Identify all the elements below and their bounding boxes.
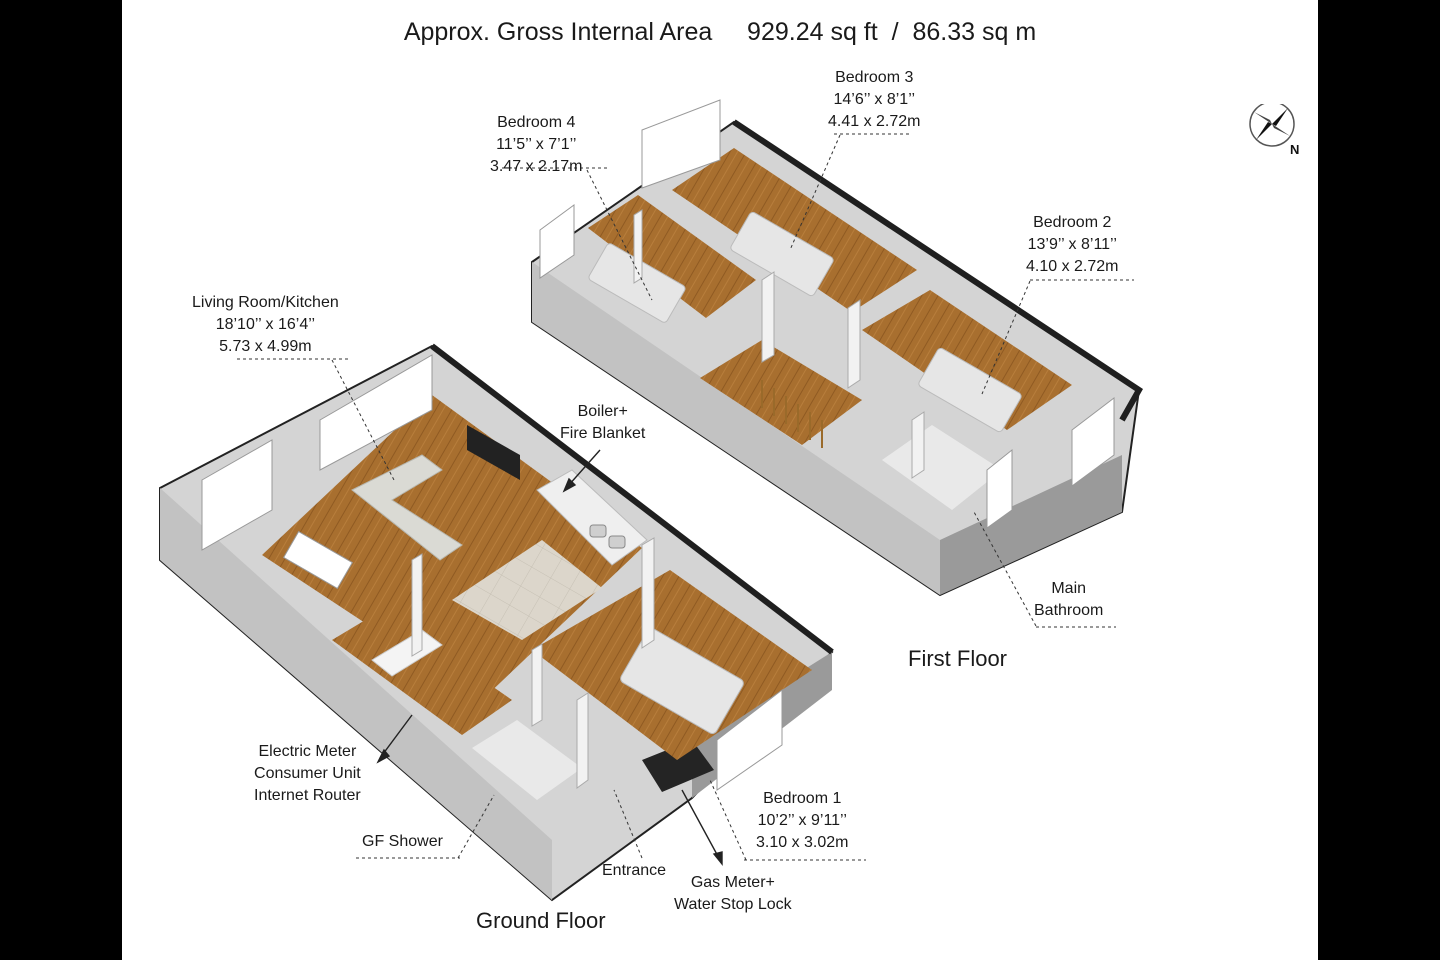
first-floor-right-wall <box>940 455 1122 595</box>
bedroom-3-bed <box>730 211 834 297</box>
annotation-line: Bathroom <box>1034 602 1104 619</box>
sofa <box>351 454 463 561</box>
ground-floor-wall-top <box>430 343 834 655</box>
room-name: Living Room/Kitchen <box>192 294 339 311</box>
room-label-bedroom-4: Bedroom 4 11’5’’ x 7’1’’ 3.47 x 2.17m <box>490 112 583 178</box>
kitchen-floor <box>452 540 602 640</box>
room-size-imperial: 10’2’’ x 9’11’’ <box>757 812 847 829</box>
area-sqft: 929.24 sq ft <box>747 18 878 46</box>
floorplan-canvas: Approx. Gross Internal Area 929.24 sq ft… <box>122 0 1318 960</box>
first-floor-wall-top <box>732 119 1143 422</box>
ground-floor-plan <box>159 343 834 902</box>
room-size-metric: 5.73 x 4.99m <box>219 338 312 355</box>
room-size-metric: 3.10 x 3.02m <box>756 834 849 851</box>
room-size-metric: 3.47 x 2.17m <box>490 158 583 175</box>
annotation-main-bathroom: Main Bathroom <box>1034 578 1103 622</box>
annotation-electric-meter: Electric Meter Consumer Unit Internet Ro… <box>254 741 361 807</box>
annotation-line: Fire Blanket <box>560 425 646 442</box>
ground-floor-front-wall <box>160 488 552 900</box>
room-name: Bedroom 3 <box>835 69 914 86</box>
bedroom-3-floor <box>672 148 917 312</box>
annotation-line: Gas Meter+ <box>690 874 775 891</box>
annotation-arrows <box>376 449 723 866</box>
annotation-gas-meter: Gas Meter+ Water Stop Lock <box>674 872 792 916</box>
annotation-line: GF Shower <box>362 833 443 850</box>
annotation-line: Consumer Unit <box>254 765 361 782</box>
ground-floor-stair <box>371 629 443 677</box>
annotation-line: Internet Router <box>254 787 361 804</box>
annotation-boiler: Boiler+ Fire Blanket <box>560 401 645 445</box>
annotation-line: Water Stop Lock <box>674 896 792 913</box>
area-separator: / <box>891 18 899 46</box>
room-size-metric: 4.10 x 2.72m <box>1026 258 1119 275</box>
annotation-line: Main <box>1051 580 1087 597</box>
room-name: Bedroom 1 <box>763 790 842 807</box>
floor-title-ground: Ground Floor <box>476 908 606 933</box>
annotation-entrance: Entrance <box>602 860 666 882</box>
bedroom-4-bed <box>588 243 686 323</box>
kitchen-sink-icon <box>589 524 626 549</box>
first-floor-stair-balusters <box>761 380 823 448</box>
compass-rose-icon <box>1249 104 1295 147</box>
room-label-bedroom-3: Bedroom 3 14’6’’ x 8’1’’ 4.41 x 2.72m <box>828 67 921 133</box>
room-size-imperial: 11’5’’ x 7’1’’ <box>496 136 577 153</box>
annotation-line: Boiler+ <box>577 403 628 420</box>
hallway-floor <box>332 610 512 735</box>
room-name: Bedroom 4 <box>497 114 576 131</box>
room-size-imperial: 18’10’’ x 16’4’’ <box>215 316 316 333</box>
first-floor-internal-walls <box>633 209 925 479</box>
isometric-floorplan <box>159 99 1143 902</box>
area-sqm: 86.33 sq m <box>912 18 1037 46</box>
ground-floor-windows <box>201 354 783 791</box>
bedroom-1-bed <box>620 627 744 735</box>
first-floor-plan <box>531 99 1143 597</box>
first-floor-front-wall <box>532 262 940 595</box>
annotation-gf-shower: GF Shower <box>362 831 443 853</box>
room-label-bedroom-2: Bedroom 2 13’9’’ x 8’11’’ 4.10 x 2.72m <box>1026 212 1119 278</box>
annotation-line: Entrance <box>602 862 667 879</box>
dining-table <box>282 530 354 590</box>
room-size-imperial: 13’9’’ x 8’11’’ <box>1027 236 1117 253</box>
landing-floor <box>700 340 862 445</box>
annotation-line: Electric Meter <box>258 743 357 760</box>
compass-north-label: N <box>1290 142 1300 157</box>
floor-title-first: First Floor <box>908 646 1007 671</box>
bedroom-2-bed <box>918 347 1022 433</box>
ground-floor-internal-walls <box>411 537 655 789</box>
gross-internal-area-title: Approx. Gross Internal Area 929.24 sq ft… <box>122 18 1318 47</box>
room-size-metric: 4.41 x 2.72m <box>828 113 921 130</box>
bedroom-4-floor <box>588 195 756 318</box>
gf-shower-room-floor <box>472 720 582 800</box>
room-size-imperial: 14’6’’ x 8’1’’ <box>833 91 916 108</box>
television <box>467 425 520 480</box>
area-label: Approx. Gross Internal Area <box>403 18 713 46</box>
room-label-living-room: Living Room/Kitchen 18’10’’ x 16’4’’ 5.7… <box>192 292 339 358</box>
annotation-leader-lines <box>237 133 1134 861</box>
first-floor-windows <box>539 99 1115 529</box>
room-name: Bedroom 2 <box>1033 214 1112 231</box>
ground-floor-dark-wall <box>642 740 714 792</box>
room-label-bedroom-1: Bedroom 1 10’2’’ x 9’11’’ 3.10 x 3.02m <box>756 788 849 854</box>
